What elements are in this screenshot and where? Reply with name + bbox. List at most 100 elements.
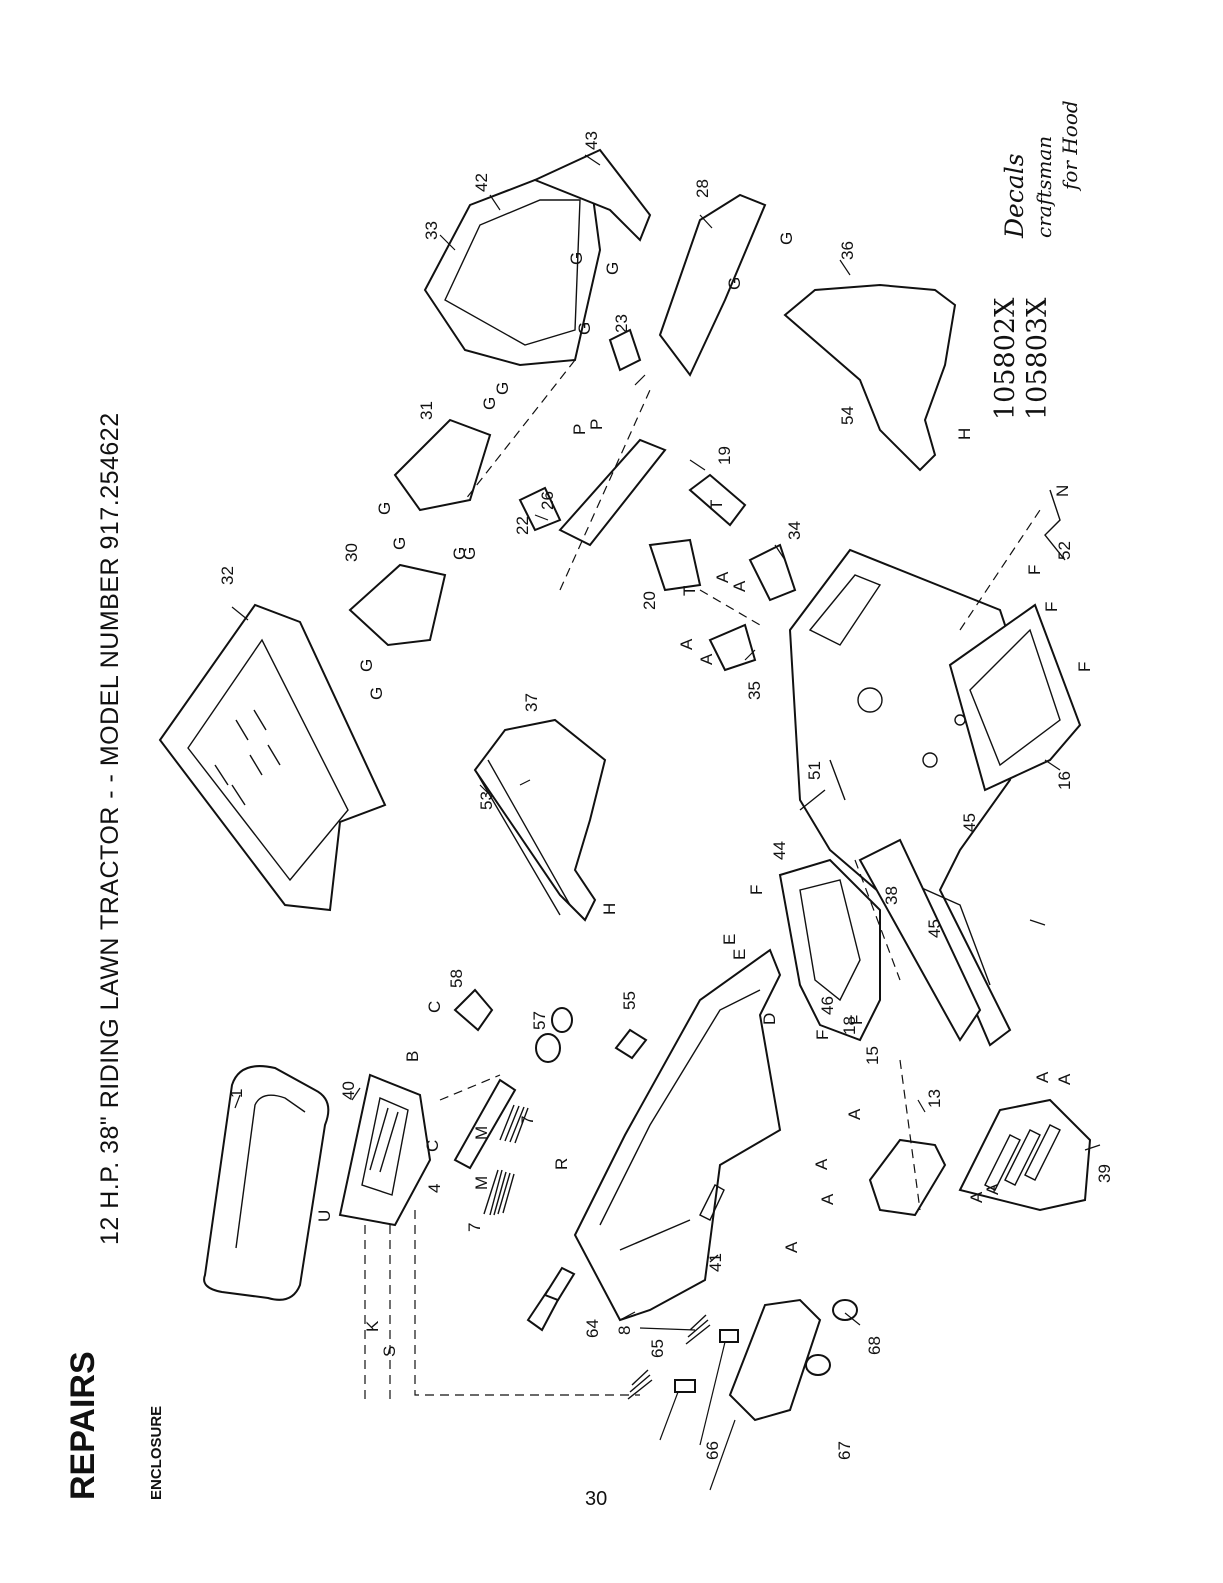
- svg-text:G: G: [575, 322, 594, 335]
- callout-28: 28: [693, 179, 712, 198]
- callout-18: 18: [840, 1016, 859, 1035]
- callout-19: 19: [715, 446, 734, 465]
- callout-45b: 45: [960, 813, 979, 832]
- callout-41: 41: [706, 1253, 725, 1272]
- svg-text:G: G: [480, 397, 499, 410]
- callout-22: 22: [513, 516, 532, 535]
- callout-7: 7: [518, 1116, 537, 1125]
- callout-58: 58: [447, 969, 466, 988]
- svg-text:G: G: [375, 502, 394, 515]
- svg-text:G: G: [493, 382, 512, 395]
- part-hinge: [608, 328, 642, 372]
- part-spring: [685, 1314, 711, 1345]
- part-hinge: [518, 486, 562, 532]
- svg-text:F: F: [1042, 602, 1061, 612]
- part-rail: [473, 718, 607, 922]
- part-grille: [958, 1098, 1092, 1212]
- callout-30: 30: [342, 543, 361, 562]
- callout-39: 39: [1095, 1164, 1114, 1183]
- part-side-step: [858, 838, 982, 1042]
- svg-text:M: M: [472, 1176, 491, 1190]
- svg-text:F: F: [847, 1015, 866, 1025]
- callout-37: 37: [522, 693, 541, 712]
- callout-1: 1: [227, 1089, 246, 1098]
- callout-54: 54: [838, 406, 857, 425]
- part-hood: [158, 603, 387, 912]
- callout-13: 13: [925, 1089, 944, 1108]
- svg-text:P: P: [587, 419, 606, 430]
- svg-text:C: C: [423, 1140, 442, 1152]
- svg-text:E: E: [720, 934, 739, 945]
- callout-43: 43: [582, 131, 601, 150]
- svg-text:F: F: [1025, 565, 1044, 575]
- callout-33: 33: [422, 221, 441, 240]
- svg-text:A: A: [983, 1183, 1002, 1195]
- callout-65: 65: [648, 1339, 667, 1358]
- svg-text:A: A: [1055, 1073, 1074, 1085]
- svg-text:T: T: [680, 586, 699, 596]
- svg-text:A: A: [812, 1158, 831, 1170]
- callout-68: 68: [865, 1336, 884, 1355]
- svg-text:A: A: [697, 653, 716, 665]
- svg-text:G: G: [357, 659, 376, 672]
- part-footrest: [778, 858, 881, 1042]
- part-spacer: [719, 1329, 739, 1343]
- part-hinge: [748, 543, 797, 602]
- svg-text:A: A: [677, 638, 696, 650]
- callout-57: 57: [530, 1011, 549, 1030]
- callout-34: 34: [785, 521, 804, 540]
- svg-text:T: T: [707, 500, 726, 510]
- part-hinge: [648, 538, 702, 592]
- part-lift-assembly: [868, 1138, 947, 1217]
- part-floor-plate: [948, 603, 1082, 792]
- part-bracket-58: [453, 988, 494, 1032]
- part-hinge: [558, 438, 667, 547]
- part-dash-side: [532, 148, 652, 242]
- callout-45: 45: [925, 919, 944, 938]
- callout-44: 44: [770, 841, 789, 860]
- svg-text:G: G: [367, 687, 386, 700]
- svg-text:A: A: [818, 1193, 837, 1205]
- part-hinge: [708, 623, 757, 672]
- part-fender-body: [573, 948, 782, 1322]
- part-seat-bracket: [453, 1078, 517, 1170]
- svg-text:C: C: [425, 1001, 444, 1013]
- part-lens: [614, 1028, 648, 1060]
- svg-text:G: G: [450, 547, 469, 560]
- callout-36: 36: [838, 241, 857, 260]
- connection-letters: A A A A A A A A A A A A B C C D E E F F …: [315, 232, 1094, 1357]
- part-spacer: [674, 1379, 696, 1393]
- svg-text:F: F: [1075, 662, 1094, 672]
- part-hood-support: [393, 418, 492, 512]
- svg-text:M: M: [472, 1126, 491, 1140]
- part-dash-panel: [423, 173, 602, 367]
- svg-text:N: N: [1053, 485, 1072, 497]
- callout-32: 32: [218, 566, 237, 585]
- svg-text:G: G: [777, 232, 796, 245]
- callout-40: 40: [339, 1081, 358, 1100]
- svg-text:U: U: [315, 1210, 334, 1222]
- part-hinge: [688, 473, 747, 527]
- part-hood-support: [348, 563, 447, 647]
- callout-38: 38: [882, 886, 901, 905]
- svg-text:E: E: [730, 949, 749, 960]
- part-spring: [627, 1369, 653, 1400]
- callout-26: 26: [538, 491, 557, 510]
- callout-15: 15: [863, 1046, 882, 1065]
- svg-text:G: G: [460, 547, 479, 560]
- part-spring: [499, 1104, 529, 1144]
- part-spring-plate: [728, 1298, 822, 1422]
- svg-text:P: P: [570, 424, 589, 435]
- svg-text:S: S: [380, 1346, 399, 1357]
- callout-8: 8: [615, 1326, 634, 1335]
- part-seat: [203, 1065, 330, 1301]
- callout-4: 4: [425, 1184, 444, 1193]
- part-rail: [783, 283, 957, 472]
- callout-51: 51: [805, 761, 824, 780]
- callout-23: 23: [612, 314, 631, 333]
- svg-text:G: G: [390, 537, 409, 550]
- callout-31: 31: [417, 401, 436, 420]
- callout-42: 42: [472, 173, 491, 192]
- svg-text:A: A: [1033, 1071, 1052, 1083]
- callout-52: 52: [1055, 541, 1074, 560]
